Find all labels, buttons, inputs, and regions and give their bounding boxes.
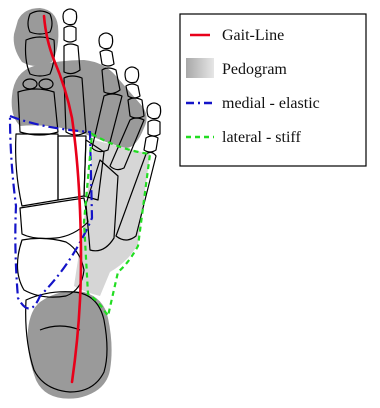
legend-label-lateral-stiff: lateral - stiff xyxy=(222,129,301,146)
bone-toe2-distal xyxy=(63,9,77,25)
legend-swatch-pedogram xyxy=(186,58,214,78)
bone-toe3-distal xyxy=(99,33,113,49)
legend: Gait-Line Pedogram medial - elastic late… xyxy=(180,14,366,166)
bone-toe5-distal xyxy=(147,103,161,119)
legend-label-medial-elastic: medial - elastic xyxy=(222,95,320,112)
legend-label-gait-line: Gait-Line xyxy=(222,27,284,44)
bone-toe3-middle xyxy=(100,50,114,66)
bone-toe4-distal xyxy=(125,67,139,83)
bone-talus xyxy=(17,238,84,297)
bone-toe5-proximal xyxy=(144,136,158,152)
legend-item-pedogram: Pedogram xyxy=(186,58,287,78)
bone-medial-cuneiform xyxy=(16,134,58,206)
bone-toe5-middle xyxy=(148,120,160,136)
bone-intermediate-cuneiform xyxy=(58,136,86,200)
bone-toe2-middle xyxy=(64,26,76,42)
legend-label-pedogram: Pedogram xyxy=(222,61,287,78)
